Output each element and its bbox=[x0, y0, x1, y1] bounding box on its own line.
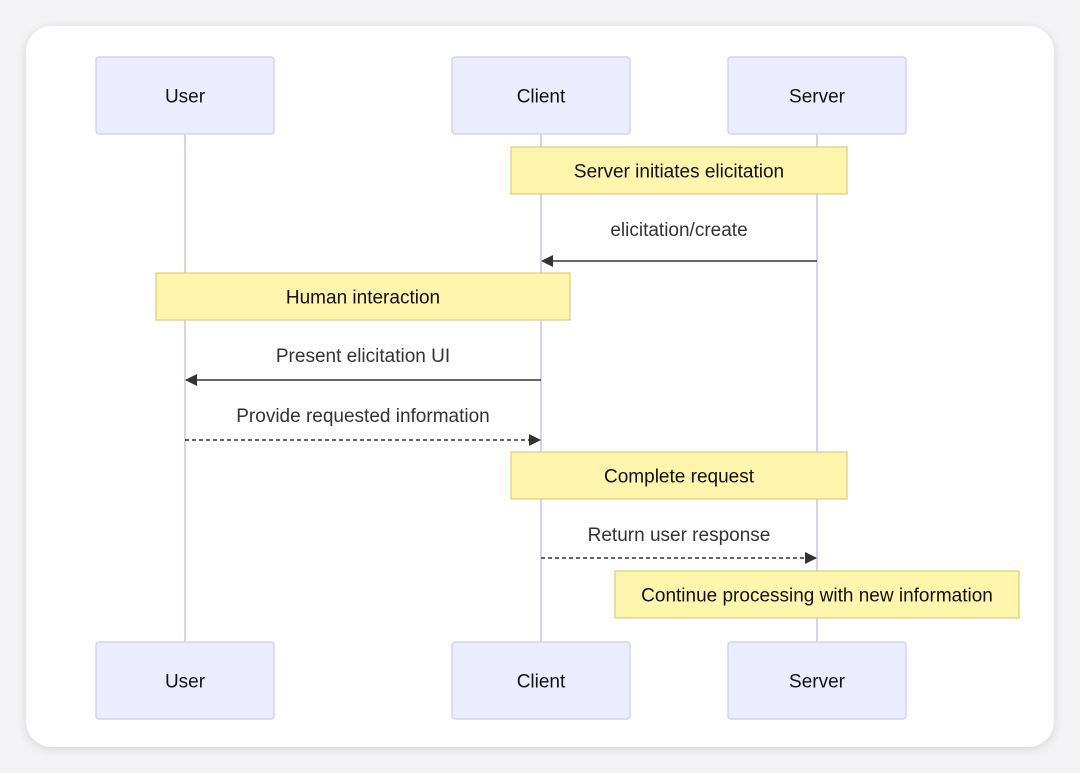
actor-server-top: Server bbox=[727, 56, 907, 135]
actor-server-bottom: Server bbox=[727, 641, 907, 720]
note: Complete request bbox=[510, 451, 848, 500]
note-box bbox=[510, 451, 848, 500]
message: Return user response bbox=[541, 525, 817, 564]
actor-user-bottom: User bbox=[95, 641, 275, 720]
actor-label: User bbox=[165, 672, 206, 693]
actor-box bbox=[727, 56, 907, 135]
message-label: Provide requested information bbox=[236, 406, 489, 427]
actor-box bbox=[451, 641, 631, 720]
message: Provide requested information bbox=[185, 406, 541, 446]
message-label: Present elicitation UI bbox=[276, 346, 450, 367]
message: elicitation/create bbox=[541, 220, 817, 267]
note: Human interaction bbox=[155, 272, 571, 321]
note-text: Human interaction bbox=[286, 288, 440, 309]
note-box bbox=[614, 570, 1020, 619]
actor-label: Server bbox=[789, 672, 846, 693]
actor-box bbox=[95, 56, 275, 135]
note-text: Server initiates elicitation bbox=[574, 162, 784, 183]
message: Present elicitation UI bbox=[185, 346, 541, 386]
note: Server initiates elicitation bbox=[510, 146, 848, 195]
message-label: elicitation/create bbox=[610, 220, 747, 241]
actor-label: Client bbox=[517, 672, 566, 693]
note-text: Complete request bbox=[604, 467, 755, 488]
actor-label: Server bbox=[789, 87, 846, 108]
message-label: Return user response bbox=[588, 525, 771, 546]
actor-client-top: Client bbox=[451, 56, 631, 135]
actor-client-bottom: Client bbox=[451, 641, 631, 720]
note: Continue processing with new information bbox=[614, 570, 1020, 619]
note-box bbox=[155, 272, 571, 321]
actor-box bbox=[95, 641, 275, 720]
actor-box bbox=[727, 641, 907, 720]
actor-label: User bbox=[165, 87, 206, 108]
note-box bbox=[510, 146, 848, 195]
actor-user-top: User bbox=[95, 56, 275, 135]
actor-label: Client bbox=[517, 87, 566, 108]
actor-box bbox=[451, 56, 631, 135]
note-text: Continue processing with new information bbox=[641, 586, 993, 607]
